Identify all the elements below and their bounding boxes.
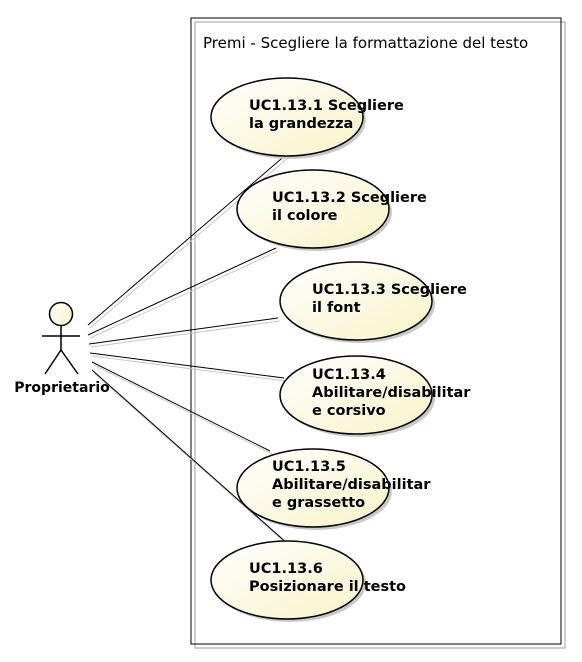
use-case-label-line: Abilitare/disabilitar — [272, 477, 431, 493]
association-line — [87, 247, 277, 336]
use-case-label: UC1.13.3 Scegliere il font — [312, 282, 467, 316]
association-line — [91, 361, 271, 452]
use-case-2[interactable]: UC1.13.2 Scegliere il colore — [236, 169, 427, 251]
association-line — [91, 369, 289, 545]
use-case-label-line: UC1.13.1 Scegliere — [249, 98, 404, 114]
association-line — [88, 317, 279, 345]
system-boundary-frame — [190, 17, 562, 645]
use-case-ellipse — [279, 355, 433, 435]
association-shadow — [91, 355, 287, 382]
use-case-label-line: il colore — [272, 208, 338, 224]
association-line — [87, 152, 289, 326]
use-case-label: UC1.13.2 Scegliere il colore — [272, 190, 427, 224]
use-case-ellipse — [210, 540, 364, 620]
use-case-3[interactable]: UC1.13.3 Scegliere il font — [279, 261, 467, 343]
use-case-label-line: Abilitare/disabilitar — [312, 385, 471, 401]
use-case-1[interactable]: UC1.13.1 Scegliere la grandezza — [210, 77, 404, 159]
actor-head — [48, 301, 74, 327]
system-title: Premi - Scegliere la formattazione del t… — [203, 34, 528, 52]
association-line — [89, 352, 285, 379]
actor-proprietario[interactable]: Proprietario — [14, 301, 110, 397]
actor-name: Proprietario — [14, 380, 110, 396]
association-shadow — [89, 250, 279, 339]
use-case-label-line: UC1.13.4 — [312, 367, 386, 383]
association-shadow — [93, 364, 273, 455]
actor-left-leg — [44, 349, 62, 375]
use-case-ellipse — [236, 169, 390, 249]
use-case-label-line: e corsivo — [312, 403, 386, 419]
use-case-ellipse — [210, 77, 364, 157]
use-case-ellipse — [236, 448, 390, 528]
use-case-ellipse — [279, 261, 433, 341]
use-case-label-line: il font — [312, 300, 361, 316]
use-case-label-line: UC1.13.2 Scegliere — [272, 190, 427, 206]
use-case-label-line: UC1.13.5 — [272, 459, 346, 475]
use-case-label-line: UC1.13.6 — [249, 561, 323, 577]
association-shadow — [93, 372, 291, 548]
use-case-label-line: Posizionare il testo — [249, 579, 406, 595]
system-boundary: Premi - Scegliere la formattazione del t… — [190, 17, 566, 649]
system-boundary-shadow — [194, 21, 566, 649]
use-case-label-line: la grandezza — [249, 116, 353, 132]
use-case-label: UC1.13.1 Scegliere la grandezza — [249, 98, 404, 132]
use-case-label-line: e grassetto — [272, 495, 365, 511]
stick-figure-icon — [42, 301, 80, 375]
use-case-label-line: UC1.13.3 Scegliere — [312, 282, 467, 298]
actor-right-leg — [60, 349, 79, 375]
associations — [87, 152, 289, 545]
association-shadow — [90, 320, 281, 348]
